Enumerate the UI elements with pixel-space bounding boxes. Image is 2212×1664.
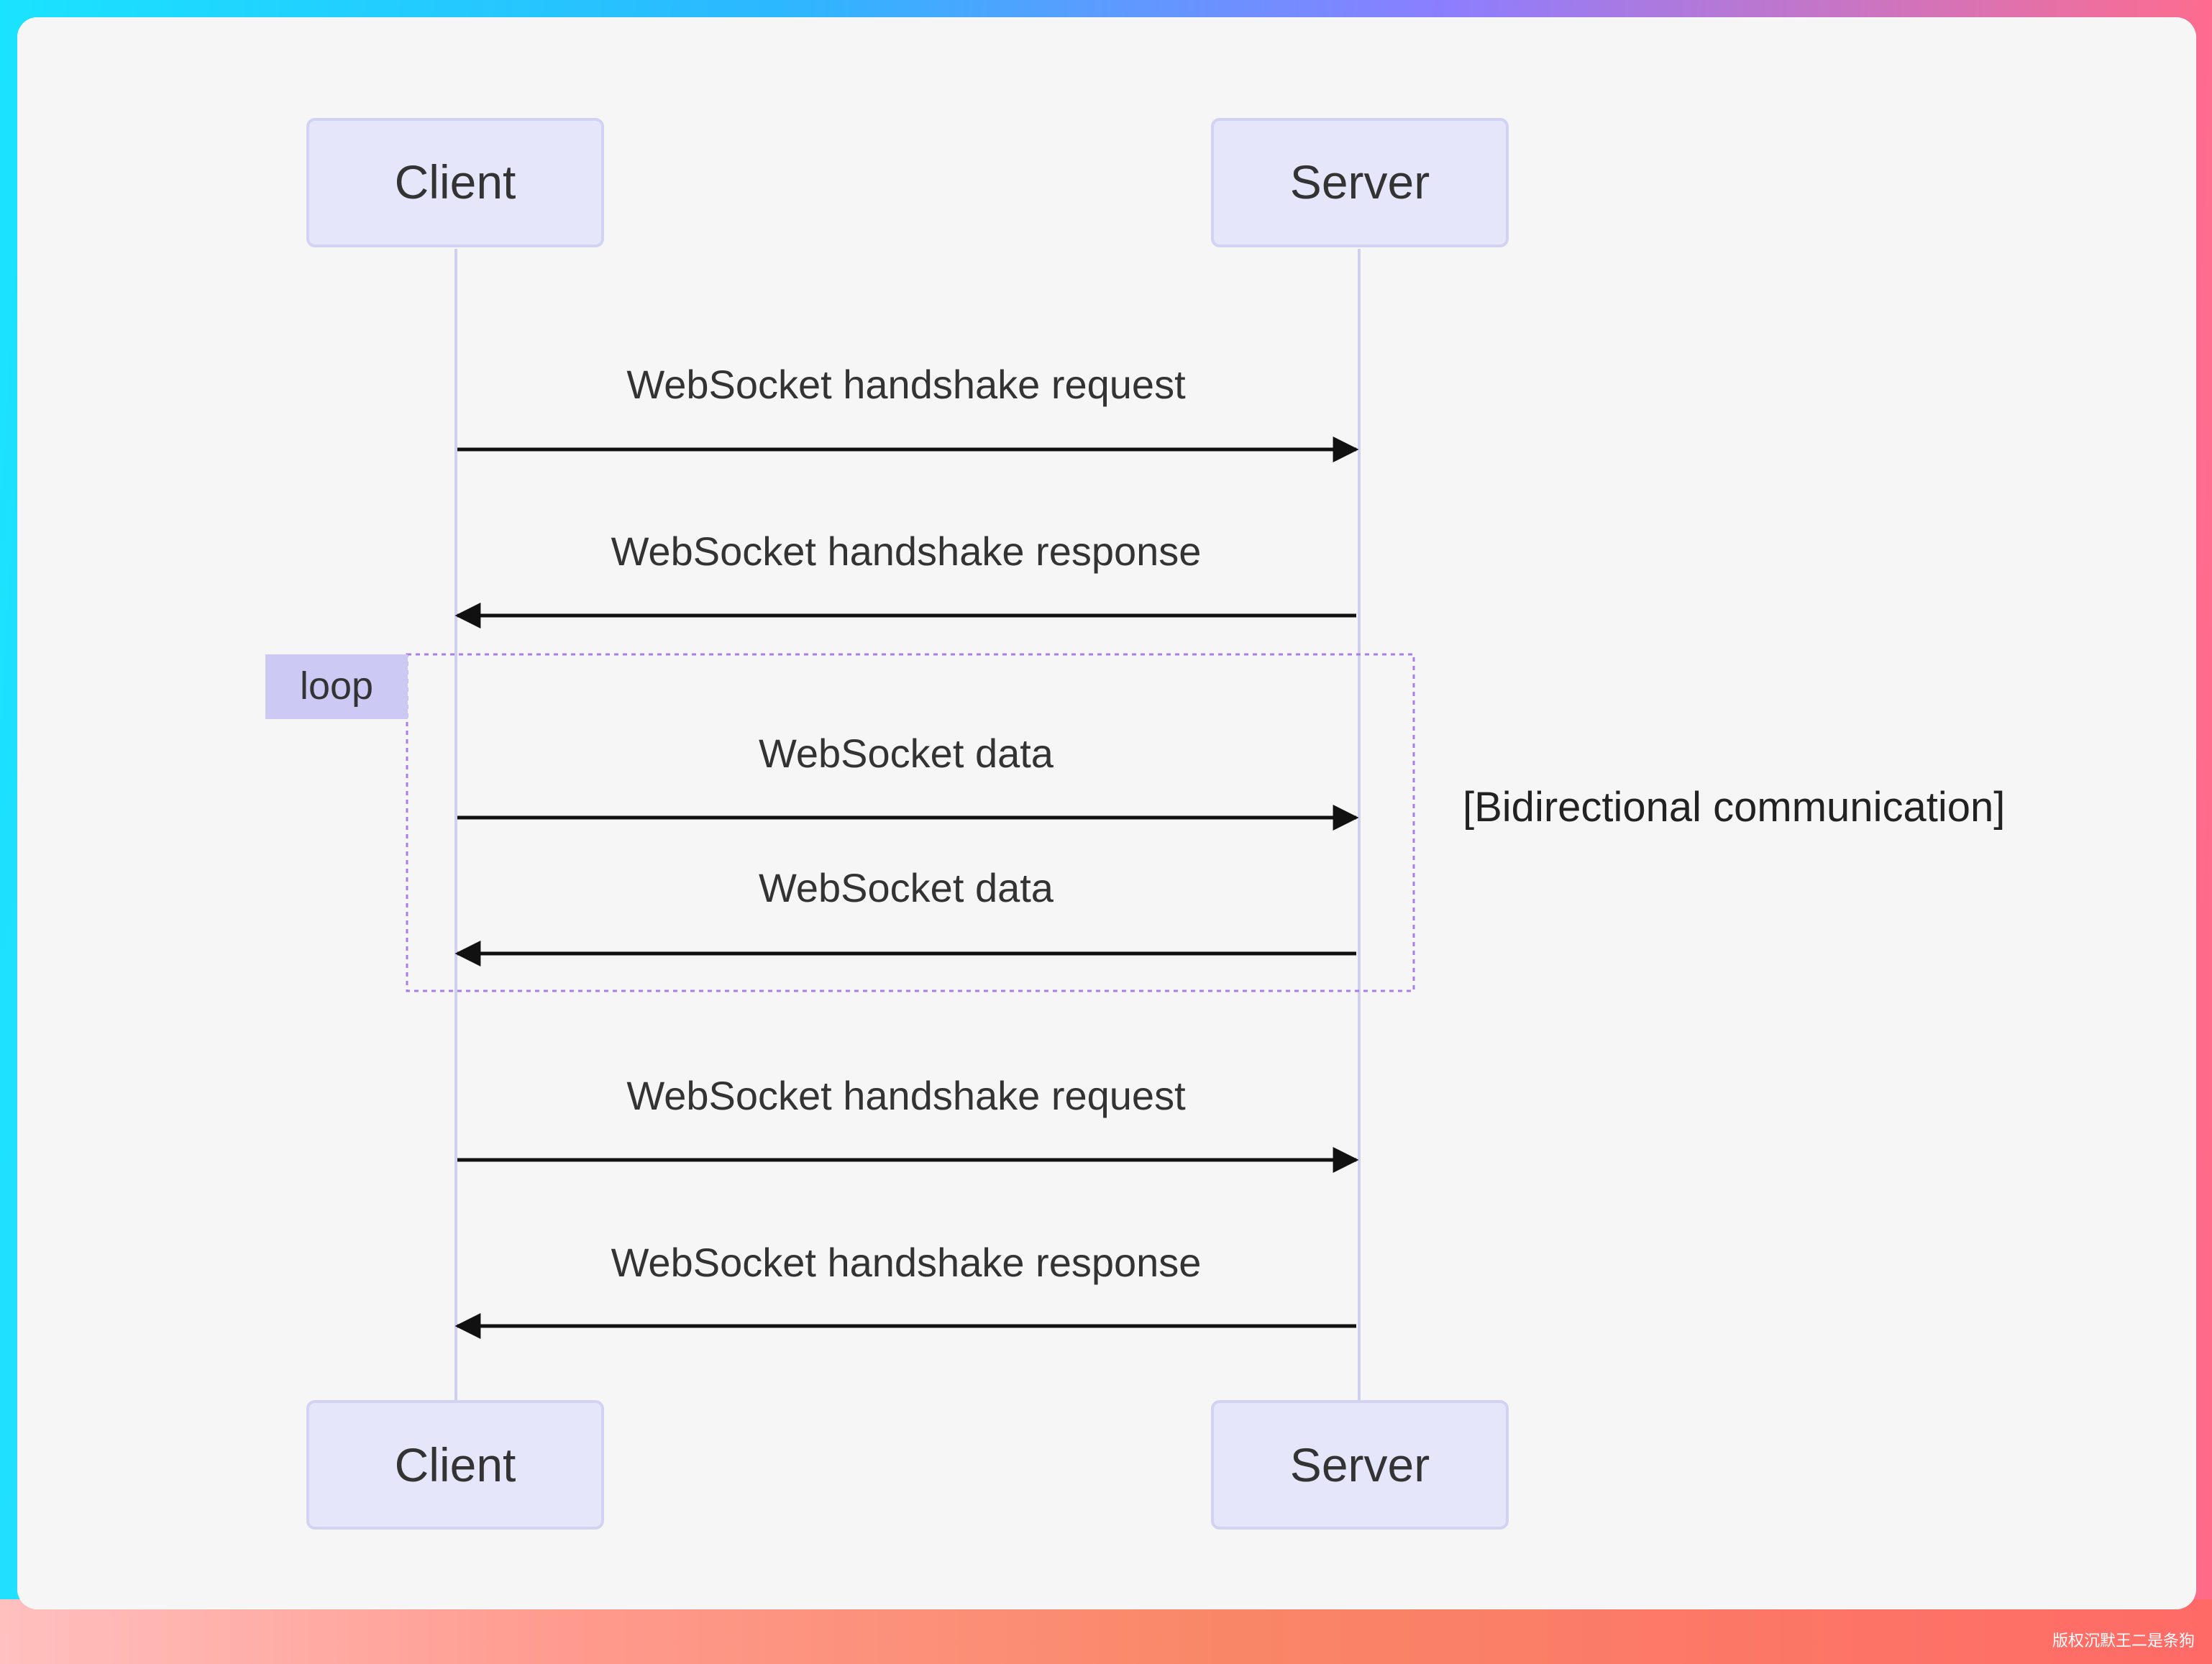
message-handshake-response-2: WebSocket handshake response xyxy=(454,1240,1356,1339)
actor-server-top: Server xyxy=(1211,118,1509,247)
message-handshake-request-2: WebSocket handshake request xyxy=(457,1073,1359,1173)
message-handshake-request-1: WebSocket handshake request xyxy=(457,362,1359,462)
message-handshake-response-1: WebSocket handshake response xyxy=(454,529,1356,628)
message-label: WebSocket handshake request xyxy=(626,362,1186,407)
message-data-server-to-client: WebSocket data xyxy=(454,865,1356,966)
actor-server-top-label: Server xyxy=(1290,155,1430,209)
sequence-diagram: Client Server Client Server loop [Bidire… xyxy=(265,118,2005,1530)
watermark: 版权沉默王二是条狗 xyxy=(2052,1632,2195,1650)
gradient-frame-bottom xyxy=(0,1599,2212,1664)
loop-condition: [Bidirectional communication] xyxy=(1463,784,2005,831)
actor-client-top: Client xyxy=(306,118,604,247)
loop-block: loop [Bidirectional communication] xyxy=(265,653,2005,992)
message-label: WebSocket handshake response xyxy=(611,529,1202,574)
message-label: WebSocket data xyxy=(759,865,1054,910)
message-label: WebSocket handshake response xyxy=(611,1240,1202,1285)
loop-label-box xyxy=(265,654,408,719)
diagram-card xyxy=(17,17,2196,1609)
loop-label: loop xyxy=(300,664,373,708)
actor-server-bottom-label: Server xyxy=(1290,1438,1430,1491)
actor-client-bottom-label: Client xyxy=(395,1438,516,1491)
message-label: WebSocket data xyxy=(759,731,1054,776)
actor-client-bottom: Client xyxy=(306,1400,604,1530)
actor-client-top-label: Client xyxy=(395,155,516,209)
message-data-client-to-server: WebSocket data xyxy=(457,731,1359,831)
actor-server-bottom: Server xyxy=(1211,1400,1509,1530)
message-label: WebSocket handshake request xyxy=(626,1073,1186,1118)
